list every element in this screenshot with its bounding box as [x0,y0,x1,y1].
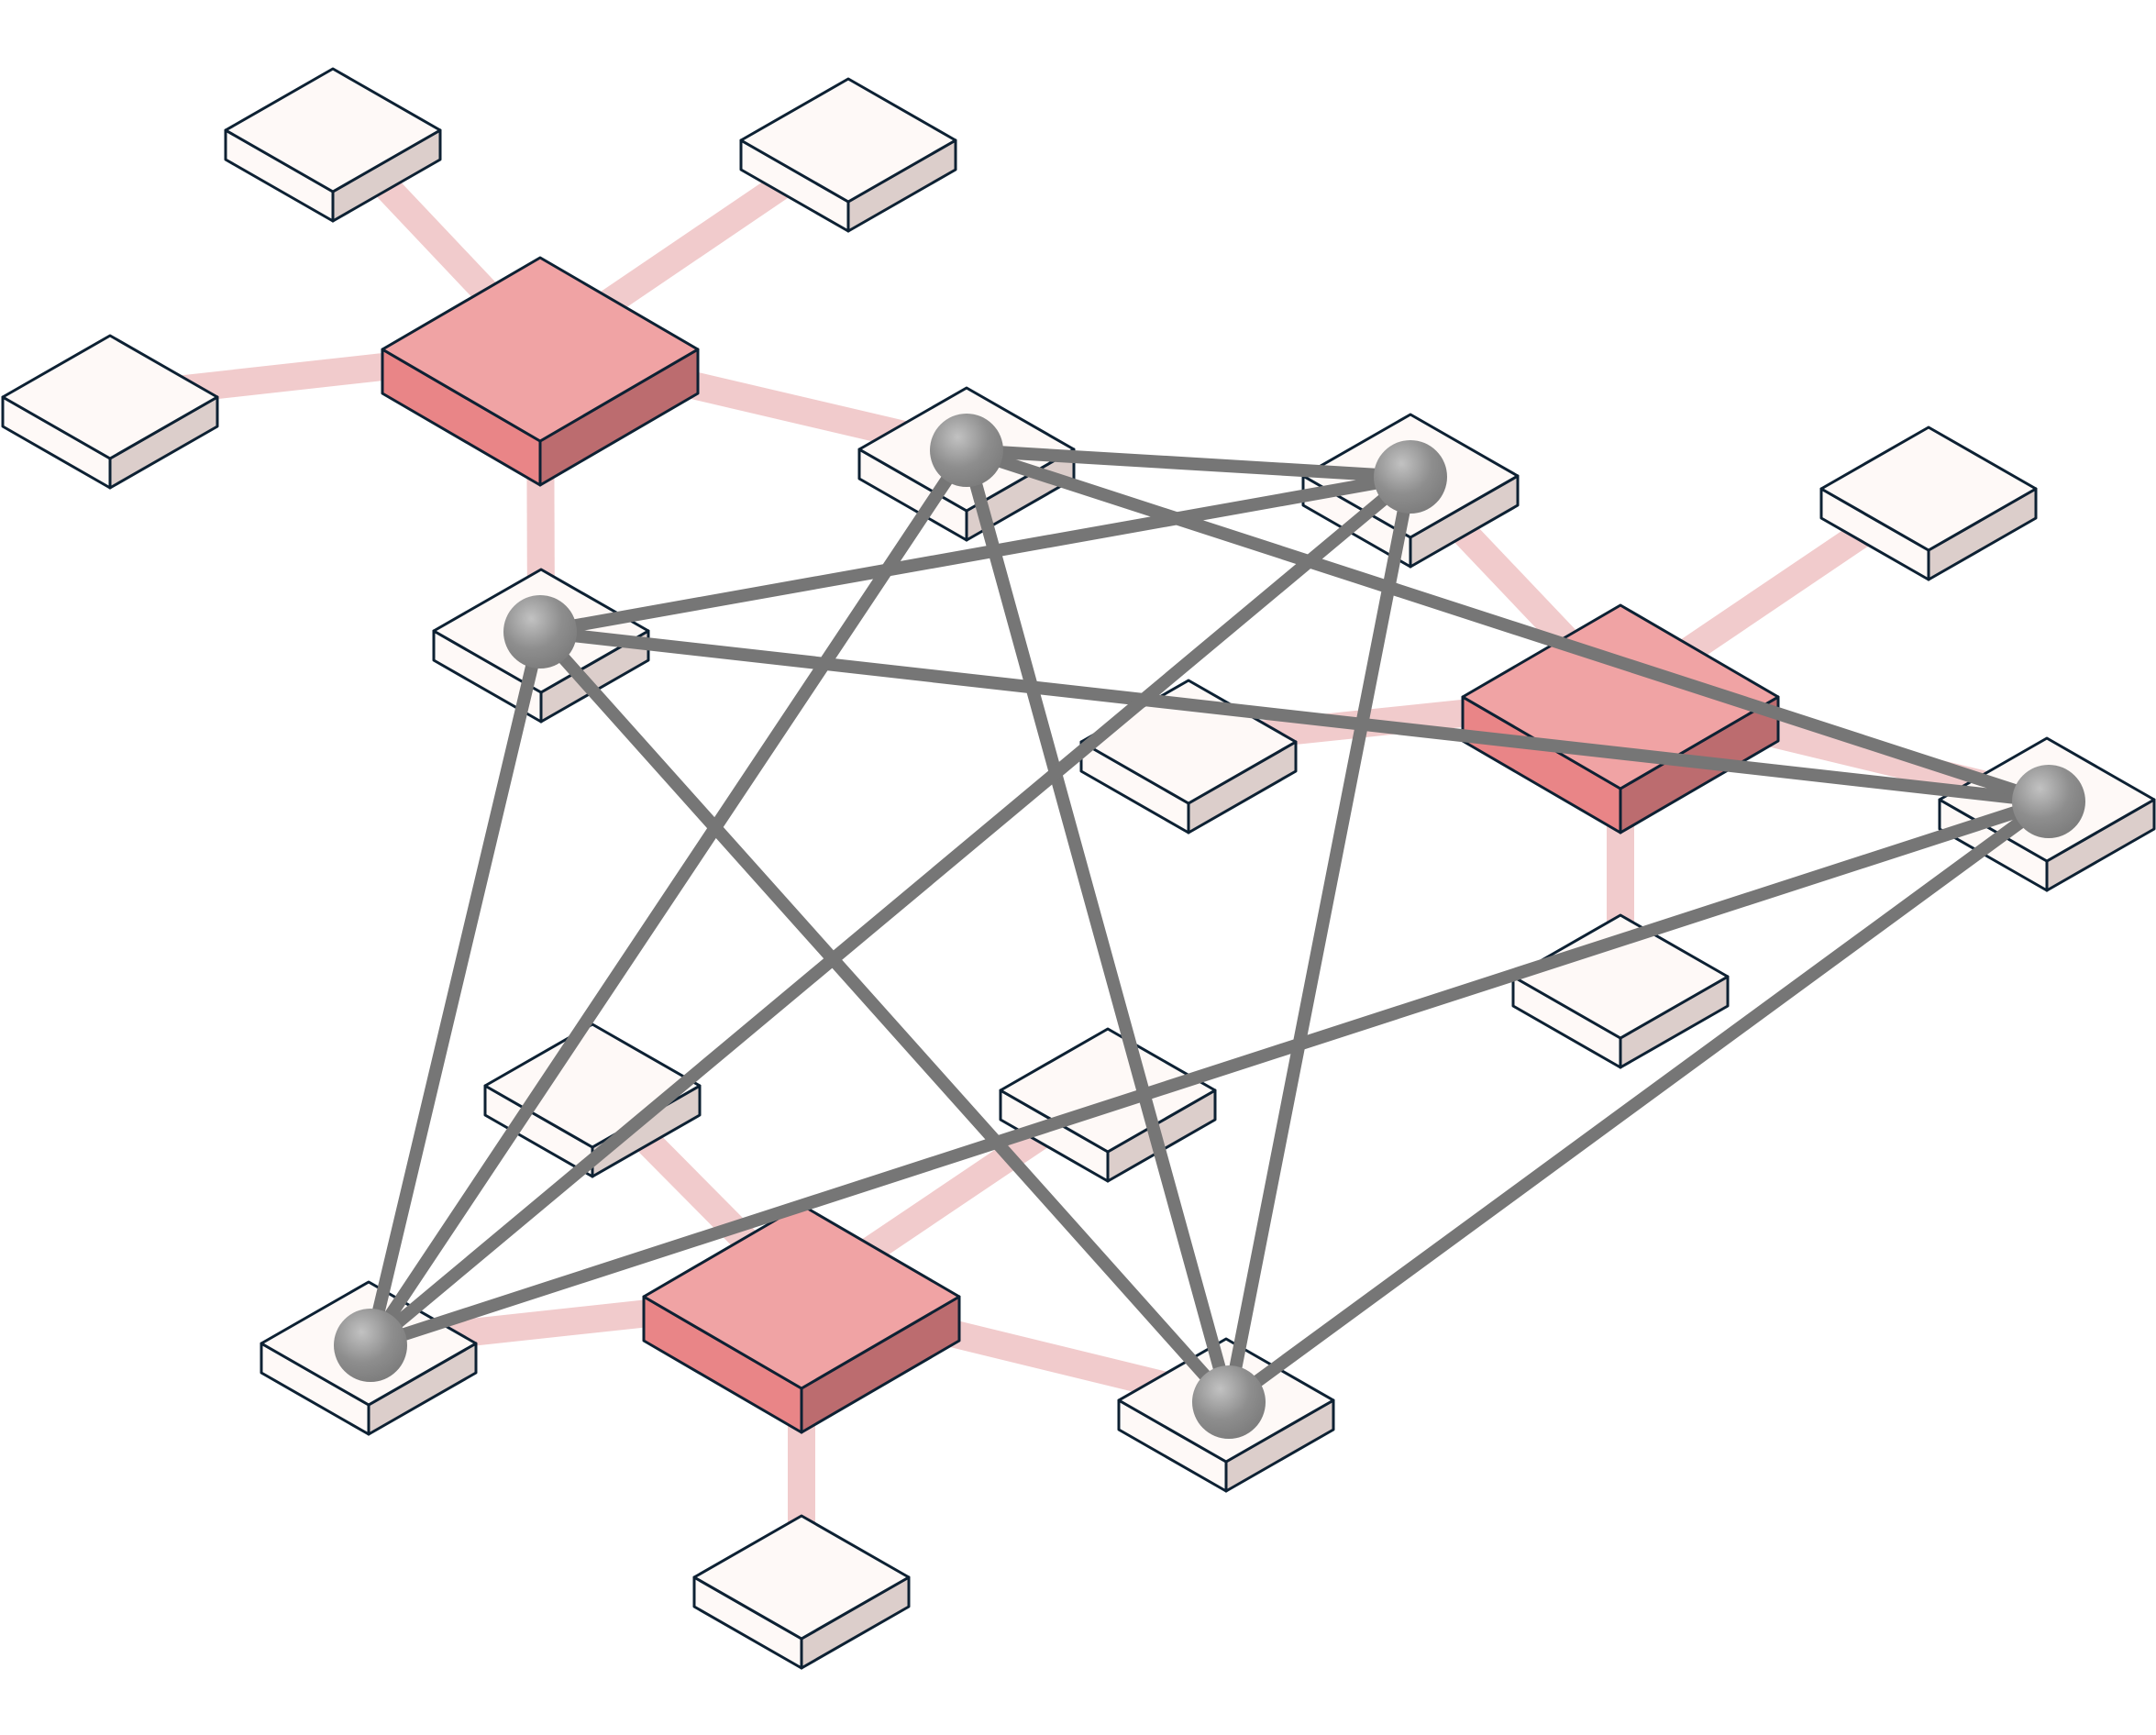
hub-bottom [642,1203,961,1434]
mesh-link-node-6-node-13 [364,470,1417,1352]
mesh-link-node-5-node-14 [534,625,1235,1409]
mesh-link-node-5-node-9 [534,625,2055,808]
sphere-layer [334,414,2085,1439]
node-15 [692,1514,911,1670]
sphere-node-6 [1374,440,1447,514]
mesh-link-node-5-node-6 [534,470,1417,638]
mesh-link-node-5-node-13 [364,625,547,1352]
sphere-node-14 [1192,1365,1266,1439]
mesh-link-node-4-node-9 [960,444,2055,808]
mesh-layer [364,444,2055,1409]
node-10 [1511,913,1730,1069]
hub-top-left [381,256,700,487]
node-7 [1819,425,2038,581]
mesh-link-node-4-node-14 [960,444,1235,1409]
mesh-link-node-4-node-13 [364,444,973,1352]
mesh-link-node-4-node-6 [960,444,1417,483]
node-2 [739,77,957,233]
node-1 [224,67,442,223]
mesh-link-node-9-node-14 [1222,795,2055,1409]
hub-right [1461,603,1780,834]
mesh-link-node-9-node-13 [364,795,2055,1352]
node-5 [432,568,650,724]
sphere-node-4 [930,414,1003,487]
sphere-node-9 [2012,765,2085,838]
node-3 [1,334,219,490]
sphere-node-13 [334,1309,407,1382]
sphere-node-5 [503,595,577,669]
mesh-link-node-6-node-14 [1222,470,1417,1409]
